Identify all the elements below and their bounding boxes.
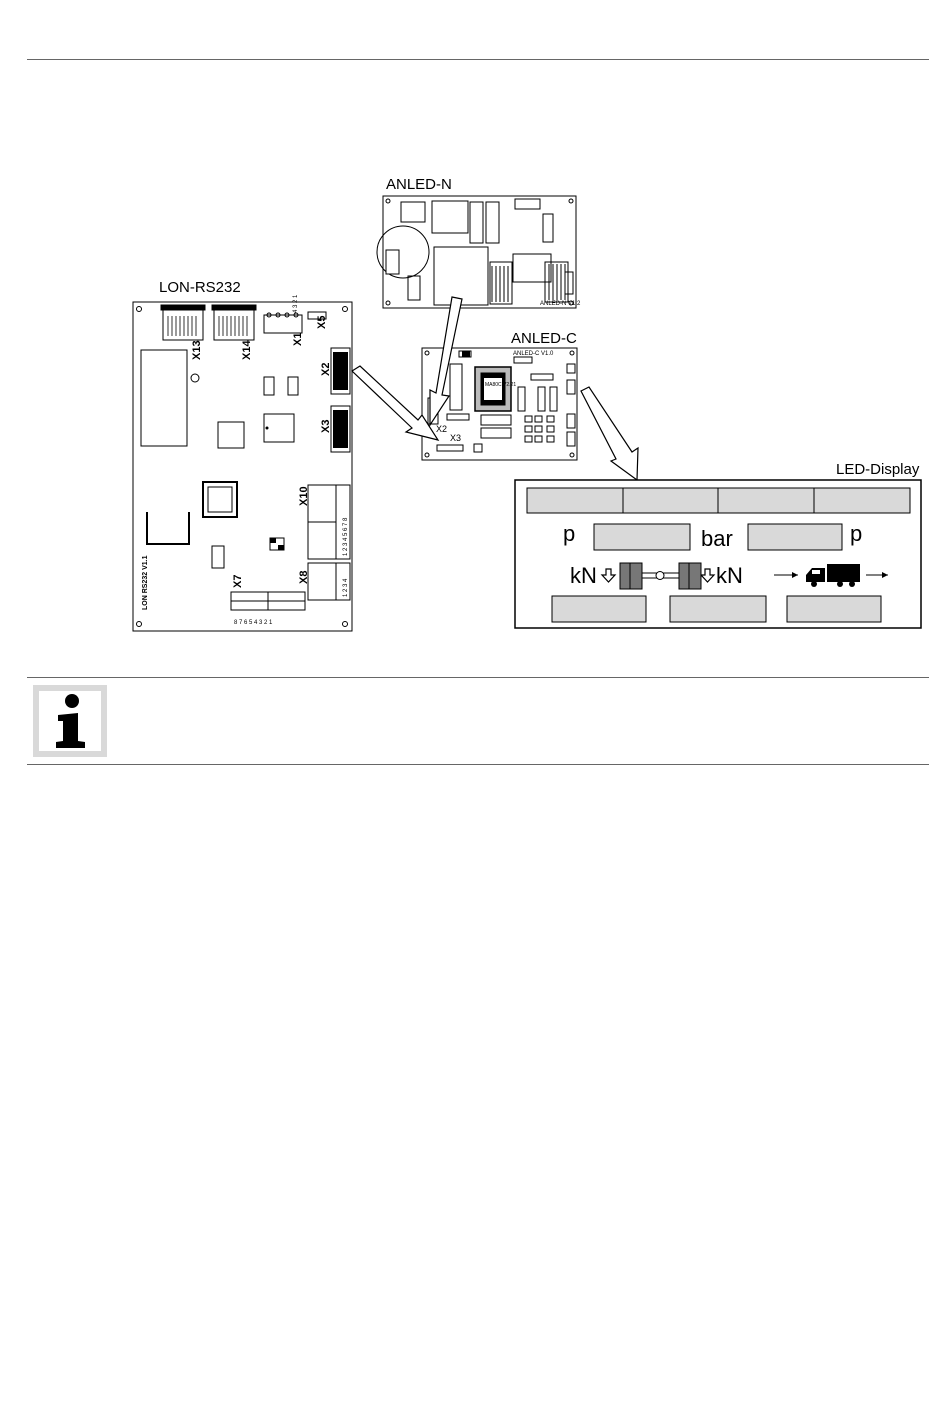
- info-bottom-rule: [27, 764, 929, 765]
- anled-n-label: ANLED-N: [386, 176, 452, 193]
- anled-n-silkscreen: ANLED-N V1.2: [540, 301, 581, 307]
- info-icon: [33, 685, 107, 757]
- x7-label: X7: [232, 575, 244, 588]
- anled-c-chip-label: MA80C V2.21: [485, 382, 516, 388]
- anled-c-label: ANLED-C: [511, 330, 577, 347]
- anled-c-silkscreen: ANLED-C V1.0: [513, 351, 554, 357]
- x8-label: X8: [298, 571, 310, 584]
- x3-label: X3: [320, 420, 332, 433]
- x10-label: X10: [298, 486, 310, 506]
- x1-pins: 4 3 2 1: [293, 294, 299, 313]
- x8-pins: 1 2 3 4: [343, 578, 349, 597]
- led-display: [515, 480, 921, 628]
- display-p-left: p: [563, 521, 575, 546]
- x5-label: X5: [316, 316, 328, 329]
- lon-silkscreen: LON RS232 V1.1: [142, 555, 149, 610]
- led-display-label: LED-Display: [836, 461, 919, 478]
- x1-label: X1: [292, 333, 304, 346]
- display-p-right: p: [850, 521, 862, 546]
- lon-rs232-label: LON-RS232: [159, 279, 241, 296]
- anled-n-board: [377, 196, 576, 308]
- display-bar: bar: [701, 526, 733, 551]
- anled-c-x2-label: X2: [436, 424, 447, 434]
- x2-label: X2: [320, 363, 332, 376]
- display-kn-left: kN: [570, 563, 597, 588]
- x13-label: X13: [191, 340, 203, 360]
- connection-diagram: ANLED-N V1.2: [0, 0, 950, 680]
- anled-c-x3-label: X3: [450, 433, 461, 443]
- x10-pins: 1 2 3 4 5 6 7 8: [343, 517, 349, 556]
- x7-pins: 8 7 6 5 4 3 2 1: [234, 620, 273, 626]
- info-top-rule: [27, 677, 929, 678]
- x14-label: X14: [241, 340, 253, 360]
- display-kn-right: kN: [716, 563, 743, 588]
